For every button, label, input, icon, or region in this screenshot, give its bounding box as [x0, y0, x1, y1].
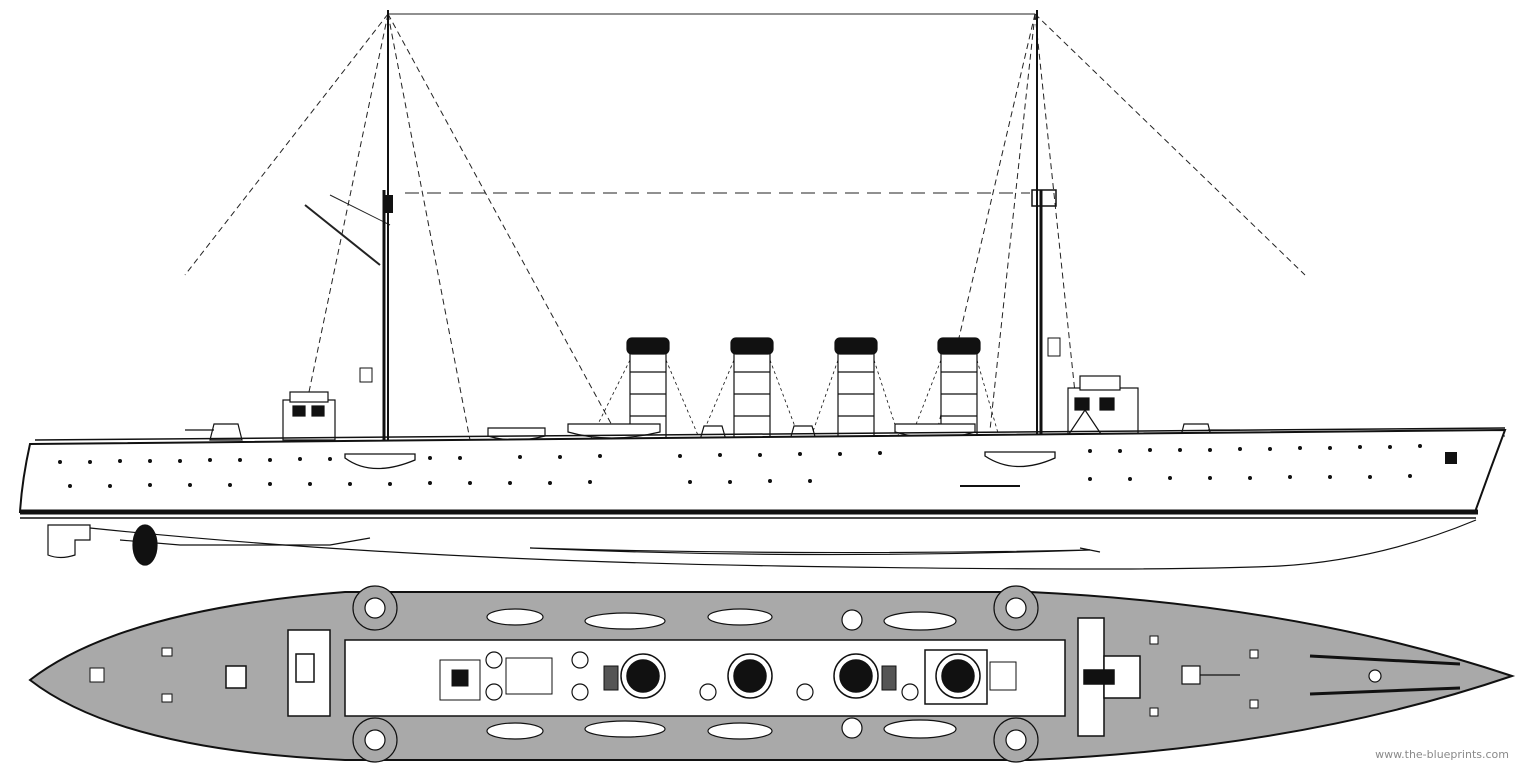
hull-profile	[18, 428, 1507, 519]
deck-plan-view	[28, 585, 1516, 763]
underwater-hull	[47, 519, 1477, 570]
lifeboats-plan	[486, 608, 957, 740]
aft-deckhouse-plan	[225, 629, 331, 717]
main-mast	[1031, 10, 1061, 440]
bow-fittings	[1181, 654, 1461, 696]
funnel-3	[834, 337, 878, 445]
gun-sponsons	[352, 585, 1039, 763]
side-profile-view	[18, 10, 1507, 570]
skylights	[439, 657, 1017, 701]
portholes	[58, 444, 1422, 488]
bridge-plan	[1077, 617, 1141, 737]
fore-mast	[359, 10, 393, 440]
deck-fixtures	[89, 635, 1259, 717]
aft-superstructure	[282, 391, 336, 441]
watermark-text: www.the-blueprints.com	[1375, 748, 1509, 761]
funnel-2	[730, 337, 774, 445]
funnels-plan	[620, 649, 988, 705]
